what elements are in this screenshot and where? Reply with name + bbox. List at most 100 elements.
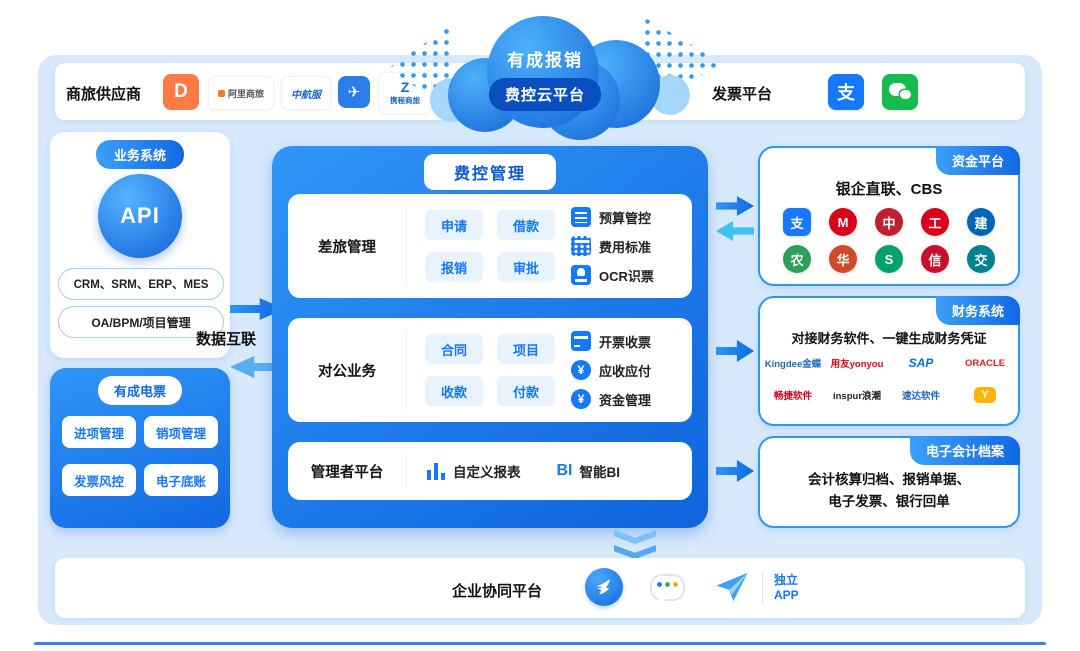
payment-button: 付款: [497, 376, 555, 406]
finance-logo-grid: Kingdee金蝶 用友yonyou SAP ORACLE 畅捷软件 inspu…: [764, 352, 1014, 406]
bank-icon: S: [875, 245, 903, 273]
expense-control-title: 费控管理: [423, 154, 557, 190]
corporate-features: 开票收票 应收应付 资金管理: [571, 331, 651, 409]
inspur-logo: inspur浪潮: [832, 391, 882, 402]
custom-report-label: 自定义报表: [453, 465, 521, 480]
project-button: 项目: [497, 334, 555, 364]
paper-plane-icon: [714, 570, 750, 604]
bank-icon: 交: [967, 245, 995, 273]
bank-icon: 华: [829, 245, 857, 273]
feature-ar-ap-label: 应收应付: [599, 363, 652, 379]
ocr-stamp-icon: [571, 265, 591, 285]
travel-management-label: 差旅管理: [318, 239, 376, 256]
chanjet-logo: 畅捷软件: [773, 391, 812, 402]
standalone-app-line1: 独立: [774, 573, 799, 587]
budget-icon: [571, 207, 591, 227]
bank-icon: 信: [921, 245, 949, 273]
collaboration-bar: [55, 558, 1025, 618]
feature-standard: 费用标准: [571, 236, 654, 256]
travel-features: 预算管控 费用标准 OCR识票: [571, 207, 654, 285]
travel-buttons: 申请 借款 报销 审批: [425, 210, 555, 282]
receipt-button: 收款: [425, 376, 483, 406]
bank-icon: 工: [921, 208, 949, 236]
software-logo-badge: Y: [956, 384, 1014, 406]
yonyou-logo: 用友yonyou: [830, 359, 884, 370]
feature-ar-ap: 应收应付: [571, 360, 651, 380]
oa-bpm-pill: OA/BPM/项目管理: [58, 306, 224, 338]
bottom-accent-line: [34, 642, 1046, 645]
ctrip-glyph: Z: [400, 78, 410, 95]
feature-standard-label: 费用标准: [599, 239, 652, 255]
ali-business-label: 阿里商旅: [218, 87, 264, 100]
corporate-buttons: 合同 项目 收款 付款: [425, 334, 555, 406]
ali-business-icon: 阿里商旅: [208, 76, 274, 110]
dingtalk-wing-glyph: [596, 579, 610, 595]
feature-budget: 预算管控: [571, 207, 654, 227]
wechat-icon: [882, 74, 918, 110]
oracle-logo: ORACLE: [964, 357, 1006, 369]
feature-funds-label: 资金管理: [599, 392, 652, 408]
einvoice-item-risk: 发票风控: [62, 464, 136, 496]
bank-icon: M: [829, 208, 857, 236]
feature-ocr: OCR识票: [571, 265, 654, 285]
invoice-card-icon: [571, 331, 591, 351]
divider: [406, 330, 407, 410]
cloud-subtitle: 费控云平台: [488, 78, 602, 111]
chat-dots: [656, 581, 679, 588]
feature-invoicing: 开票收票: [571, 331, 651, 351]
air-service-icon: 中航服: [281, 76, 331, 110]
feature-funds: 资金管理: [571, 389, 651, 409]
alipay-icon: 支: [828, 74, 864, 110]
einvoice-item-ledger: 电子底账: [144, 464, 218, 496]
crm-srm-erp-mes-pill: CRM、SRM、ERP、MES: [58, 268, 224, 300]
bank-icon: 建: [967, 208, 995, 236]
suppliers-label: 商旅供应商: [66, 86, 142, 103]
dingtalk-icon: [585, 568, 623, 606]
alipay-bank-icon: 支: [783, 208, 811, 236]
finance-system-tab: 财务系统: [935, 296, 1020, 325]
feature-invoicing-label: 开票收票: [599, 334, 652, 350]
approve-button: 审批: [497, 252, 555, 282]
einvoice-item-input: 进项管理: [62, 416, 136, 448]
airline-icon: ✈: [338, 76, 370, 108]
finance-system-subtitle: 对接财务软件、一键生成财务凭证: [791, 331, 987, 346]
chat-bubble-icon: [648, 568, 686, 606]
loan-button: 借款: [497, 210, 555, 240]
standalone-app-label: 独立 APP: [774, 573, 799, 603]
fund-platform-subtitle: 银企直联、CBS: [835, 181, 943, 198]
manager-platform-row: 管理者平台 自定义报表 BI 智能BI: [288, 442, 692, 500]
didi-icon: D: [163, 74, 199, 110]
divider: [762, 572, 763, 604]
bi-icon: BI: [556, 462, 573, 479]
feature-ocr-label: OCR识票: [599, 268, 654, 284]
accounting-archive-tab: 电子会计档案: [909, 436, 1020, 465]
bank-icon: 农: [783, 245, 811, 273]
einvoice-tab: 有成电票: [97, 376, 183, 405]
yen-circle-icon: [571, 389, 591, 409]
yen-circle-icon: [571, 360, 591, 380]
standalone-app-line2: APP: [774, 588, 799, 602]
smart-bi-label: 智能BI: [579, 465, 621, 480]
cloud-shape: [487, 16, 599, 128]
calculator-icon: [571, 236, 591, 256]
archive-line-1: 会计核算归档、报销单据、: [808, 472, 970, 487]
corporate-business-label: 对公业务: [318, 363, 376, 380]
air-service-label: 中航服: [291, 89, 321, 101]
einvoice-item-output: 销项管理: [144, 416, 218, 448]
bank-icon: 中: [875, 208, 903, 236]
paper-plane-glyph: [716, 572, 748, 602]
sap-logo: SAP: [908, 356, 934, 370]
api-badge: API: [98, 174, 182, 258]
feature-budget-label: 预算管控: [599, 210, 652, 226]
fund-platform-tab: 资金平台: [935, 146, 1020, 175]
collaboration-label: 企业协同平台: [452, 583, 543, 600]
software-logo-glyph: Y: [974, 387, 996, 403]
business-system-tab: 业务系统: [95, 140, 185, 169]
superdata-logo: 速达软件: [901, 391, 940, 402]
reimburse-button: 报销: [425, 252, 483, 282]
contract-button: 合同: [425, 334, 483, 364]
ctrip-business-icon: Z 携程商旅: [378, 72, 432, 114]
divider: [406, 206, 407, 286]
divider: [406, 454, 407, 488]
